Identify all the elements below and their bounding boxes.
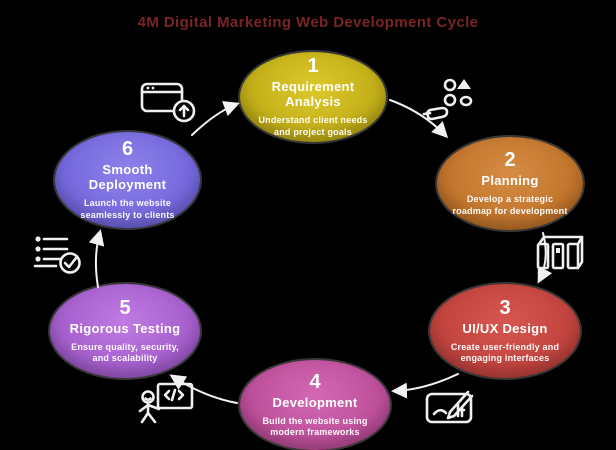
step-2-planning: 2 Planning Develop a strategic roadmap f… <box>437 137 583 230</box>
diagram-title: 4M Digital Marketing Web Development Cyc… <box>137 14 479 31</box>
presenter-code-icon <box>138 382 194 424</box>
step-description: Ensure quality, security, and scalabilit… <box>71 341 179 364</box>
step-number: 4 <box>309 370 321 393</box>
browser-upload-icon <box>140 82 196 123</box>
step-number: 6 <box>121 138 134 161</box>
step-title: Planning <box>481 173 539 189</box>
step-description: Develop a strategic roadmap for developm… <box>452 194 568 216</box>
arrow-6-to-1 <box>191 101 240 136</box>
step-title: Requirement Analysis <box>271 79 355 110</box>
step-5-rigorous-testing: 5 Rigorous Testing Ensure quality, secur… <box>50 284 200 378</box>
step-3-uiux-design: 3 UI/UX Design Create user-friendly and … <box>430 284 580 378</box>
step-number: 2 <box>504 149 516 172</box>
step-description: Launch the website seamlessly to clients <box>80 198 175 220</box>
step-title: Rigorous Testing <box>69 320 181 336</box>
wireframe-columns-icon <box>536 235 584 270</box>
step-title: Development <box>272 394 358 410</box>
checklist-check-icon <box>33 236 81 274</box>
arrow-5-to-6 <box>88 229 105 288</box>
step-4-development: 4 Development Build the website using mo… <box>240 360 390 450</box>
step-title: UI/UX Design <box>462 320 548 336</box>
strategy-shapes-icon <box>422 78 473 121</box>
step-6-smooth-deployment: 6 Smooth Deployment Launch the website s… <box>55 132 200 228</box>
step-title: Smooth Deployment <box>88 162 167 193</box>
step-number: 3 <box>499 296 511 319</box>
sketch-pencil-icon <box>425 390 474 424</box>
step-description: Create user-friendly and engaging interf… <box>450 341 560 364</box>
step-1-requirement-analysis: 1 Requirement Analysis Understand client… <box>240 52 386 142</box>
step-number: 1 <box>307 55 319 78</box>
step-description: Build the website using modern framework… <box>262 415 368 438</box>
step-number: 5 <box>119 296 131 319</box>
step-description: Understand client needs and project goal… <box>258 115 368 137</box>
